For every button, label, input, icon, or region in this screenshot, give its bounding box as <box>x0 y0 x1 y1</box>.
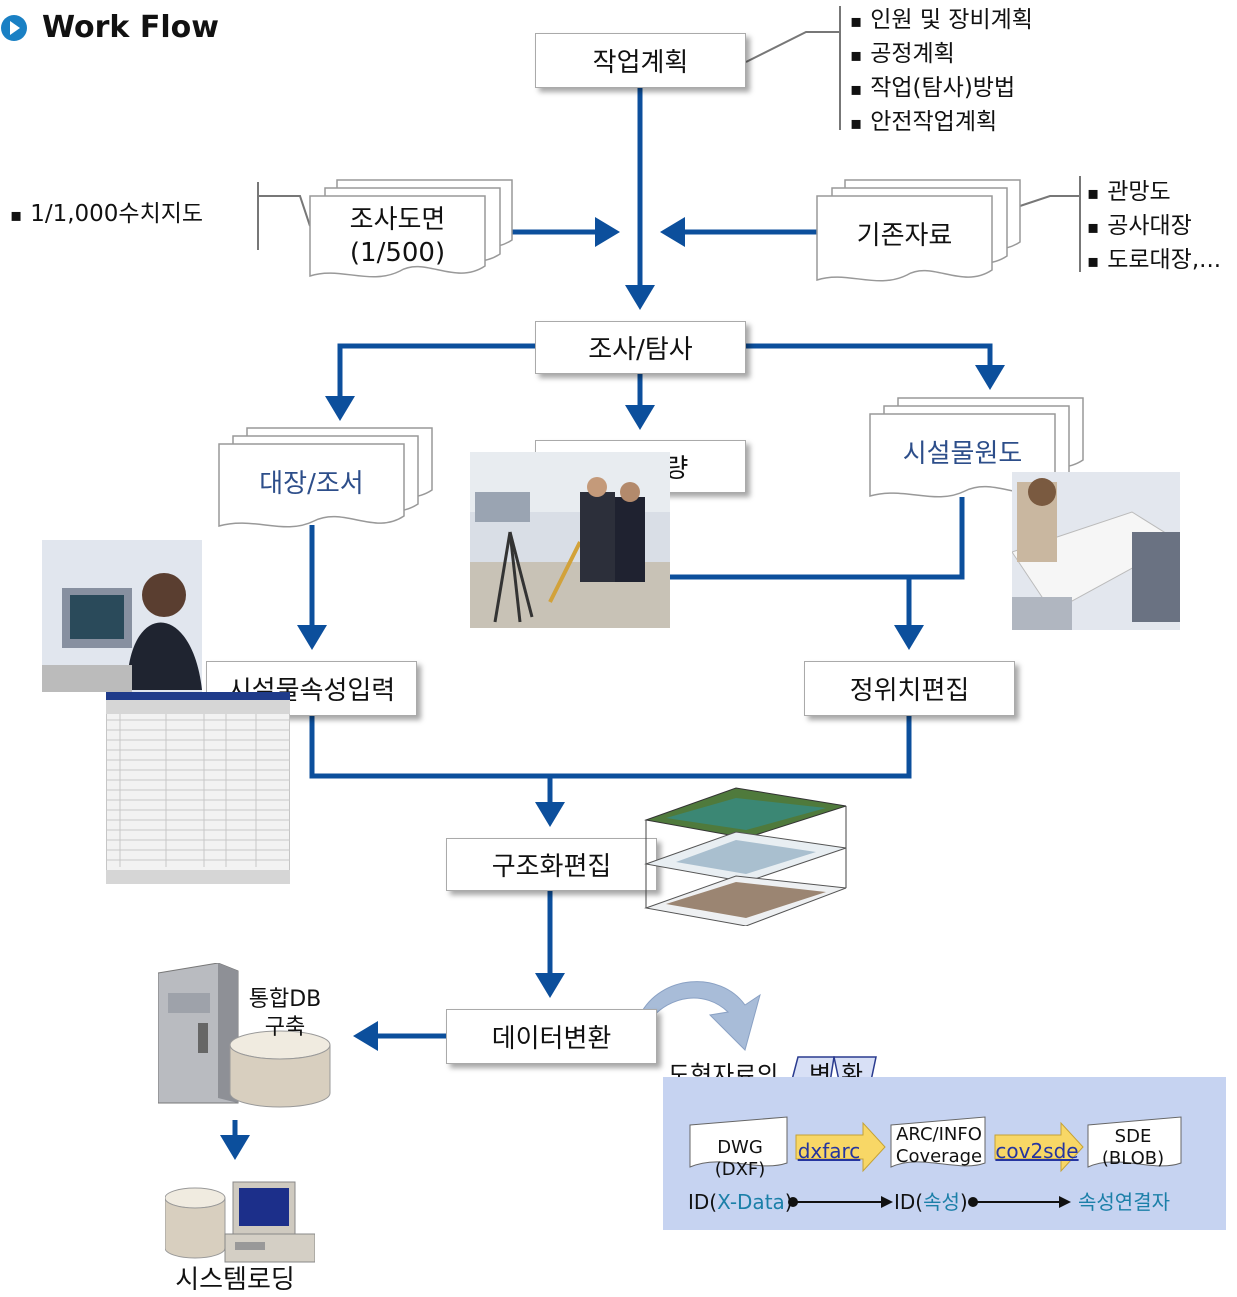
db-subtitle: 구축 <box>264 1015 306 1040</box>
sde-line1: SDE <box>1114 1126 1152 1147</box>
node-position-edit: 정위치편집 <box>804 661 1015 716</box>
survey-map-scale: (1/500) <box>349 238 446 268</box>
survey-map-title: 조사도면 <box>349 205 446 235</box>
id-xdata-mid: X-Data <box>717 1190 785 1214</box>
page-title: Work Flow <box>42 10 219 45</box>
node-ledger: 대장/조서 <box>259 469 364 499</box>
node-db: 통합DB 구축 <box>240 986 330 1042</box>
list-item: 도로대장,... <box>1087 244 1221 278</box>
dxfarc-label: dxfarc <box>796 1140 862 1164</box>
drafting-photo <box>1012 472 1180 630</box>
arcinfo-label: ARC/INFO Coverage <box>891 1124 987 1168</box>
survey-map-items: 1/1,000수치지도 <box>10 198 203 232</box>
id-xdata-suffix: ) <box>784 1190 793 1214</box>
spreadsheet-image <box>106 692 290 884</box>
operator-photo <box>42 540 202 692</box>
arcinfo-line2: Coverage <box>895 1146 983 1167</box>
list-item: 공사대장 <box>1087 210 1221 244</box>
server-icon <box>158 963 331 1108</box>
sde-label: SDE (BLOB) <box>1090 1126 1176 1170</box>
id-attr-mid: 속성 <box>923 1190 960 1214</box>
node-structure-edit: 구조화편집 <box>446 838 657 891</box>
id-xdata-prefix: ID( <box>688 1190 718 1214</box>
id-attr-prefix: ID( <box>894 1190 924 1214</box>
terrain-layers-image <box>644 787 847 926</box>
id-attr-suffix: ) <box>959 1190 968 1214</box>
node-existing-data: 기존자료 <box>856 221 953 251</box>
list-item: 관망도 <box>1087 176 1221 210</box>
node-survey-map: 조사도면 (1/500) <box>310 204 485 270</box>
existing-data-items: 관망도 공사대장 도로대장,... <box>1087 176 1221 278</box>
dwg-label: DWG (DXF) <box>714 1137 766 1180</box>
node-investigation: 조사/탐사 <box>535 321 746 374</box>
id-attr-label: ID(속성) <box>894 1191 968 1213</box>
arcinfo-line1: ARC/INFO <box>896 1124 982 1145</box>
node-work-plan: 작업계획 <box>535 33 746 88</box>
node-data-conversion: 데이터변환 <box>446 1009 657 1064</box>
surveyors-photo <box>470 452 670 628</box>
list-item: 공정계획 <box>850 38 1033 72</box>
node-system-loading: 시스템로딩 <box>175 1265 295 1295</box>
node-facility-map: 시설물원도 <box>902 439 1023 469</box>
cov2sde-label: cov2sde <box>995 1140 1079 1164</box>
cov2sde-text: cov2sde <box>995 1139 1079 1163</box>
workstation-icon <box>165 1181 315 1263</box>
conversion-shapes <box>689 1116 1182 1208</box>
list-item: 1/1,000수치지도 <box>10 198 203 232</box>
id-xdata-label: ID(X-Data) <box>688 1191 793 1213</box>
attr-link-label: 속성연결자 <box>1078 1190 1170 1214</box>
list-item: 작업(탐사)방법 <box>850 72 1033 106</box>
list-item: 안전작업계획 <box>850 106 1033 140</box>
dxfarc-text: dxfarc <box>797 1139 861 1163</box>
work-plan-items: 인원 및 장비계획 공정계획 작업(탐사)방법 안전작업계획 <box>850 4 1033 140</box>
sde-line2: (BLOB) <box>1101 1148 1165 1169</box>
list-item: 인원 및 장비계획 <box>850 4 1033 38</box>
play-icon <box>1 15 27 41</box>
db-title: 통합DB <box>248 987 322 1012</box>
